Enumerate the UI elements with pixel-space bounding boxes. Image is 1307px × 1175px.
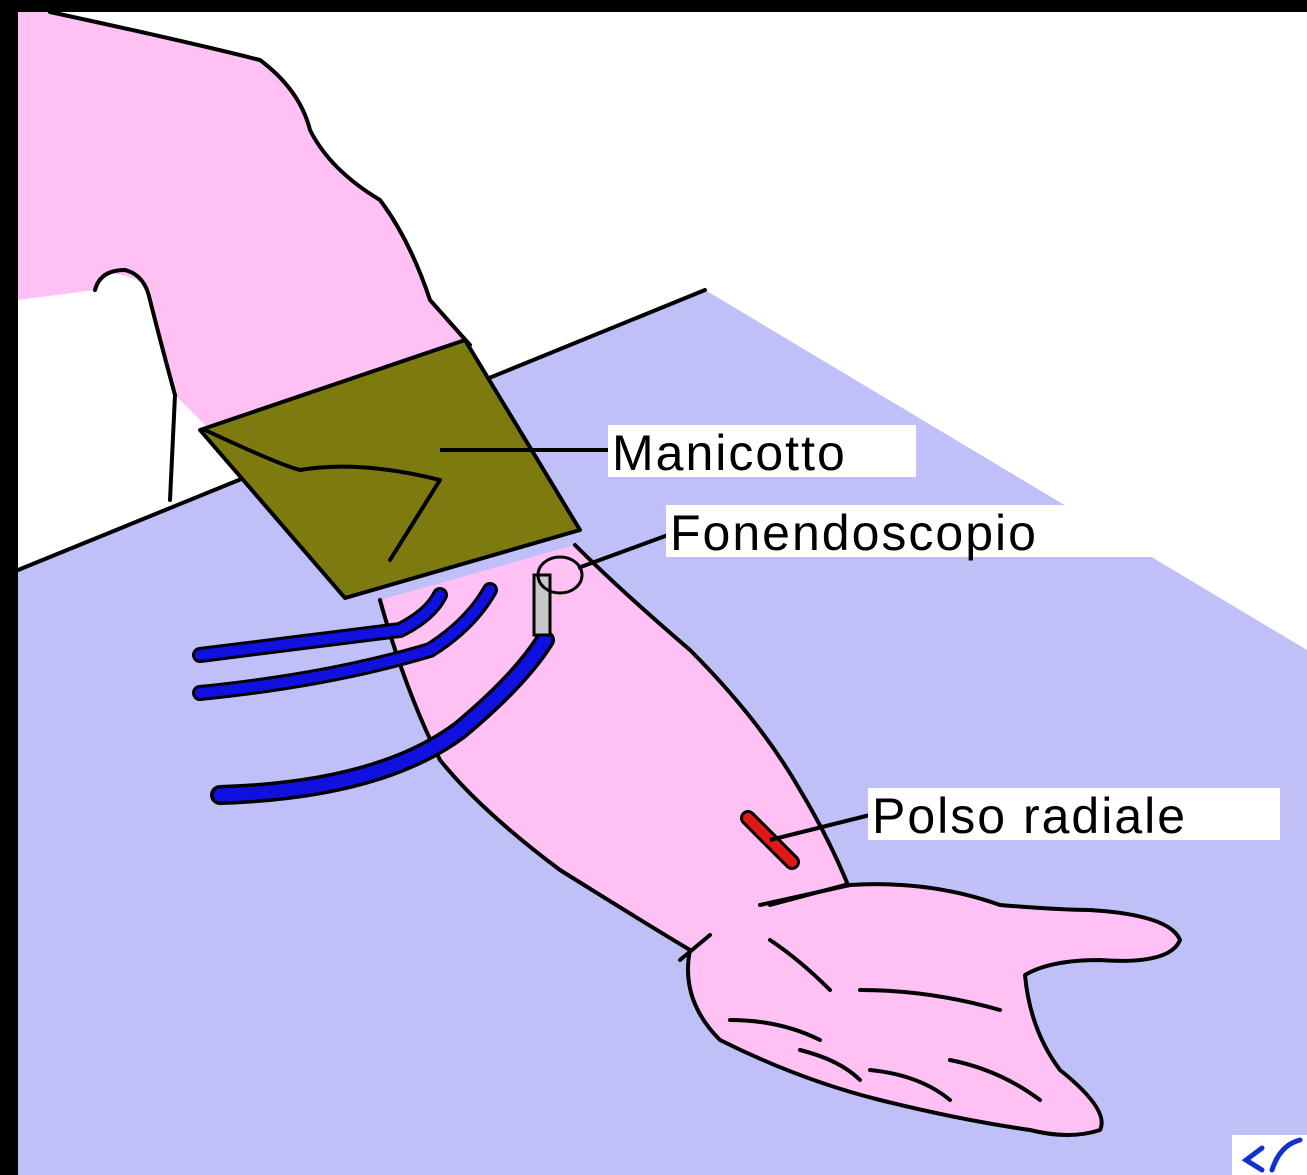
- label-stethoscope: Fonendoscopio: [670, 505, 1038, 561]
- label-cuff: Manicotto: [612, 425, 847, 481]
- label-radial-pulse: Polso radiale: [872, 788, 1187, 844]
- return-arrow-icon[interactable]: [1232, 1135, 1307, 1175]
